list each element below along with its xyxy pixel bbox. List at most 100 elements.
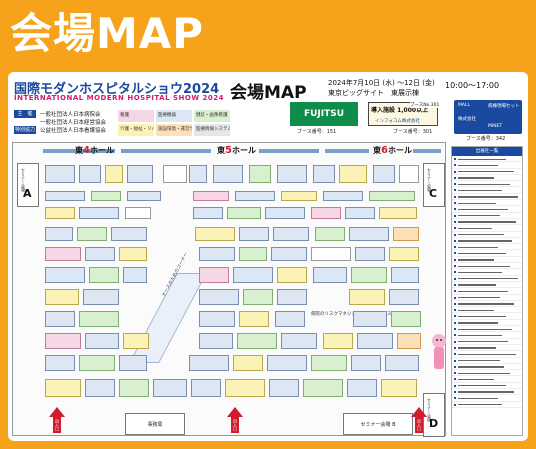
booth-block bbox=[45, 227, 73, 241]
bullet-icon bbox=[454, 328, 456, 331]
bullet-icon bbox=[454, 265, 456, 268]
exhibitor-list-item bbox=[452, 345, 522, 352]
booth-block bbox=[389, 289, 419, 305]
bullet-icon bbox=[454, 365, 456, 368]
booth-block bbox=[239, 227, 269, 241]
booth-block bbox=[355, 247, 385, 261]
bullet-icon bbox=[454, 353, 456, 356]
booth-block bbox=[267, 355, 307, 371]
partner-booth-number: ブース番号：342 bbox=[466, 136, 506, 142]
seminar-room-letter: A bbox=[23, 187, 32, 200]
exhibitor-list-item bbox=[452, 376, 522, 383]
exhibitor-name-placeholder bbox=[458, 171, 514, 173]
exhibitor-name-placeholder bbox=[458, 208, 508, 211]
booth-block bbox=[45, 267, 85, 283]
exhibitor-name-placeholder bbox=[458, 259, 494, 261]
hall-label-6: 東6ホール bbox=[373, 145, 412, 156]
hall-divider bbox=[413, 149, 441, 153]
bullet-icon bbox=[454, 283, 456, 286]
seminar-room-label: セミナー会場 bbox=[21, 168, 26, 192]
booth-block bbox=[199, 333, 233, 349]
exhibitor-list-item bbox=[452, 269, 522, 276]
bullet-icon bbox=[454, 183, 456, 186]
entrance-label: 出入口 bbox=[415, 417, 423, 433]
exhibitor-name-placeholder bbox=[458, 309, 494, 311]
booth-block bbox=[89, 267, 119, 283]
infocom-booth-number: ブース番号：301 bbox=[393, 129, 433, 135]
entrance-arrow-icon bbox=[49, 407, 65, 417]
booth-block bbox=[105, 165, 123, 183]
hall-suffix: ホール bbox=[387, 146, 412, 155]
category-legend-item: 健診・画像看護 bbox=[194, 110, 230, 122]
booth-block bbox=[239, 247, 267, 261]
bullet-icon bbox=[454, 302, 456, 305]
booth-block bbox=[233, 355, 263, 371]
poster-header: 国際モダンホスピタルショウ2024 INTERNATIONAL MODERN H… bbox=[8, 72, 528, 142]
exhibitor-name-placeholder bbox=[458, 372, 510, 374]
seminar-room-label: セミナー会場 bbox=[427, 398, 432, 422]
hall-number: 5 bbox=[225, 145, 232, 156]
exhibitor-name-placeholder bbox=[458, 322, 498, 324]
mascot-illustration bbox=[432, 334, 446, 369]
booth-block bbox=[269, 379, 299, 397]
bullet-icon bbox=[454, 277, 456, 280]
exhibitor-name-placeholder bbox=[458, 196, 518, 198]
booth-block bbox=[233, 267, 273, 283]
booth-block bbox=[399, 165, 419, 183]
infocom-company: インフォコム株式会社 bbox=[375, 119, 420, 124]
booth-block bbox=[193, 207, 223, 219]
venue-map-poster: 国際モダンホスピタルショウ2024 INTERNATIONAL MODERN H… bbox=[8, 72, 528, 441]
exhibitor-list-item bbox=[452, 358, 522, 364]
entrance-arrow-icon bbox=[227, 407, 243, 417]
exhibitor-name-placeholder bbox=[458, 240, 512, 242]
booth-block bbox=[195, 227, 235, 241]
exhibitor-list-item bbox=[452, 351, 522, 358]
exhibitor-name-placeholder bbox=[458, 278, 518, 280]
exhibitor-list-item bbox=[452, 389, 522, 396]
exhibitor-list: 出展社一覧 bbox=[451, 146, 523, 436]
exhibitor-name-placeholder bbox=[458, 158, 506, 160]
organizer-tag: 主 催 bbox=[14, 110, 36, 118]
booth-block bbox=[271, 247, 307, 261]
booth-block bbox=[193, 191, 229, 201]
booth-block bbox=[345, 207, 375, 219]
category-legend: 看護 医療機器 健診・画像看護 介護・福祉・リハビリ 施設環境・運営サポート 医… bbox=[118, 110, 230, 136]
exhibitor-list-item bbox=[452, 169, 522, 175]
exhibitor-list-item bbox=[452, 257, 522, 264]
booth-block bbox=[191, 379, 221, 397]
exhibitor-list-item bbox=[452, 313, 522, 320]
event-logo-en: INTERNATIONAL MODERN HOSPITAL SHOW 2024 bbox=[14, 94, 224, 102]
bullet-icon bbox=[454, 397, 456, 400]
hall-divider bbox=[259, 149, 319, 153]
bullet-icon bbox=[454, 214, 456, 217]
booth-block bbox=[313, 165, 335, 183]
booth-block bbox=[235, 191, 275, 201]
booth-block bbox=[199, 311, 235, 327]
exhibitor-name-placeholder bbox=[458, 404, 502, 406]
booth-block bbox=[45, 333, 81, 349]
booth-block bbox=[189, 355, 229, 371]
exhibitor-name-placeholder bbox=[458, 360, 500, 362]
booth-block bbox=[281, 191, 317, 201]
seminar-room-label: セミナー会場 bbox=[427, 168, 432, 192]
bullet-icon bbox=[454, 170, 456, 173]
booth-block bbox=[349, 289, 385, 305]
booth-block bbox=[123, 267, 147, 283]
booth-block bbox=[391, 311, 421, 327]
booth-block bbox=[277, 267, 307, 283]
bullet-icon bbox=[454, 158, 456, 160]
category-legend-item: 施設環境・運営サポート bbox=[156, 124, 192, 136]
exhibitor-list-item bbox=[452, 244, 522, 251]
exhibitor-name-placeholder bbox=[458, 202, 496, 204]
bullet-icon bbox=[454, 390, 456, 393]
entrance-arrow-icon bbox=[411, 407, 427, 417]
booth-block bbox=[369, 191, 415, 201]
event-venue: 東京ビッグサイト 東展示棟 bbox=[328, 89, 419, 97]
booth-block bbox=[347, 379, 377, 397]
exhibitor-name-placeholder bbox=[458, 284, 496, 286]
booth-block bbox=[85, 379, 115, 397]
exhibitor-name-placeholder bbox=[458, 234, 504, 236]
bullet-icon bbox=[454, 239, 456, 242]
category-legend-item: 介護・福祉・リハビリ bbox=[118, 124, 154, 136]
category-legend-item: 医療機器 bbox=[156, 110, 192, 122]
